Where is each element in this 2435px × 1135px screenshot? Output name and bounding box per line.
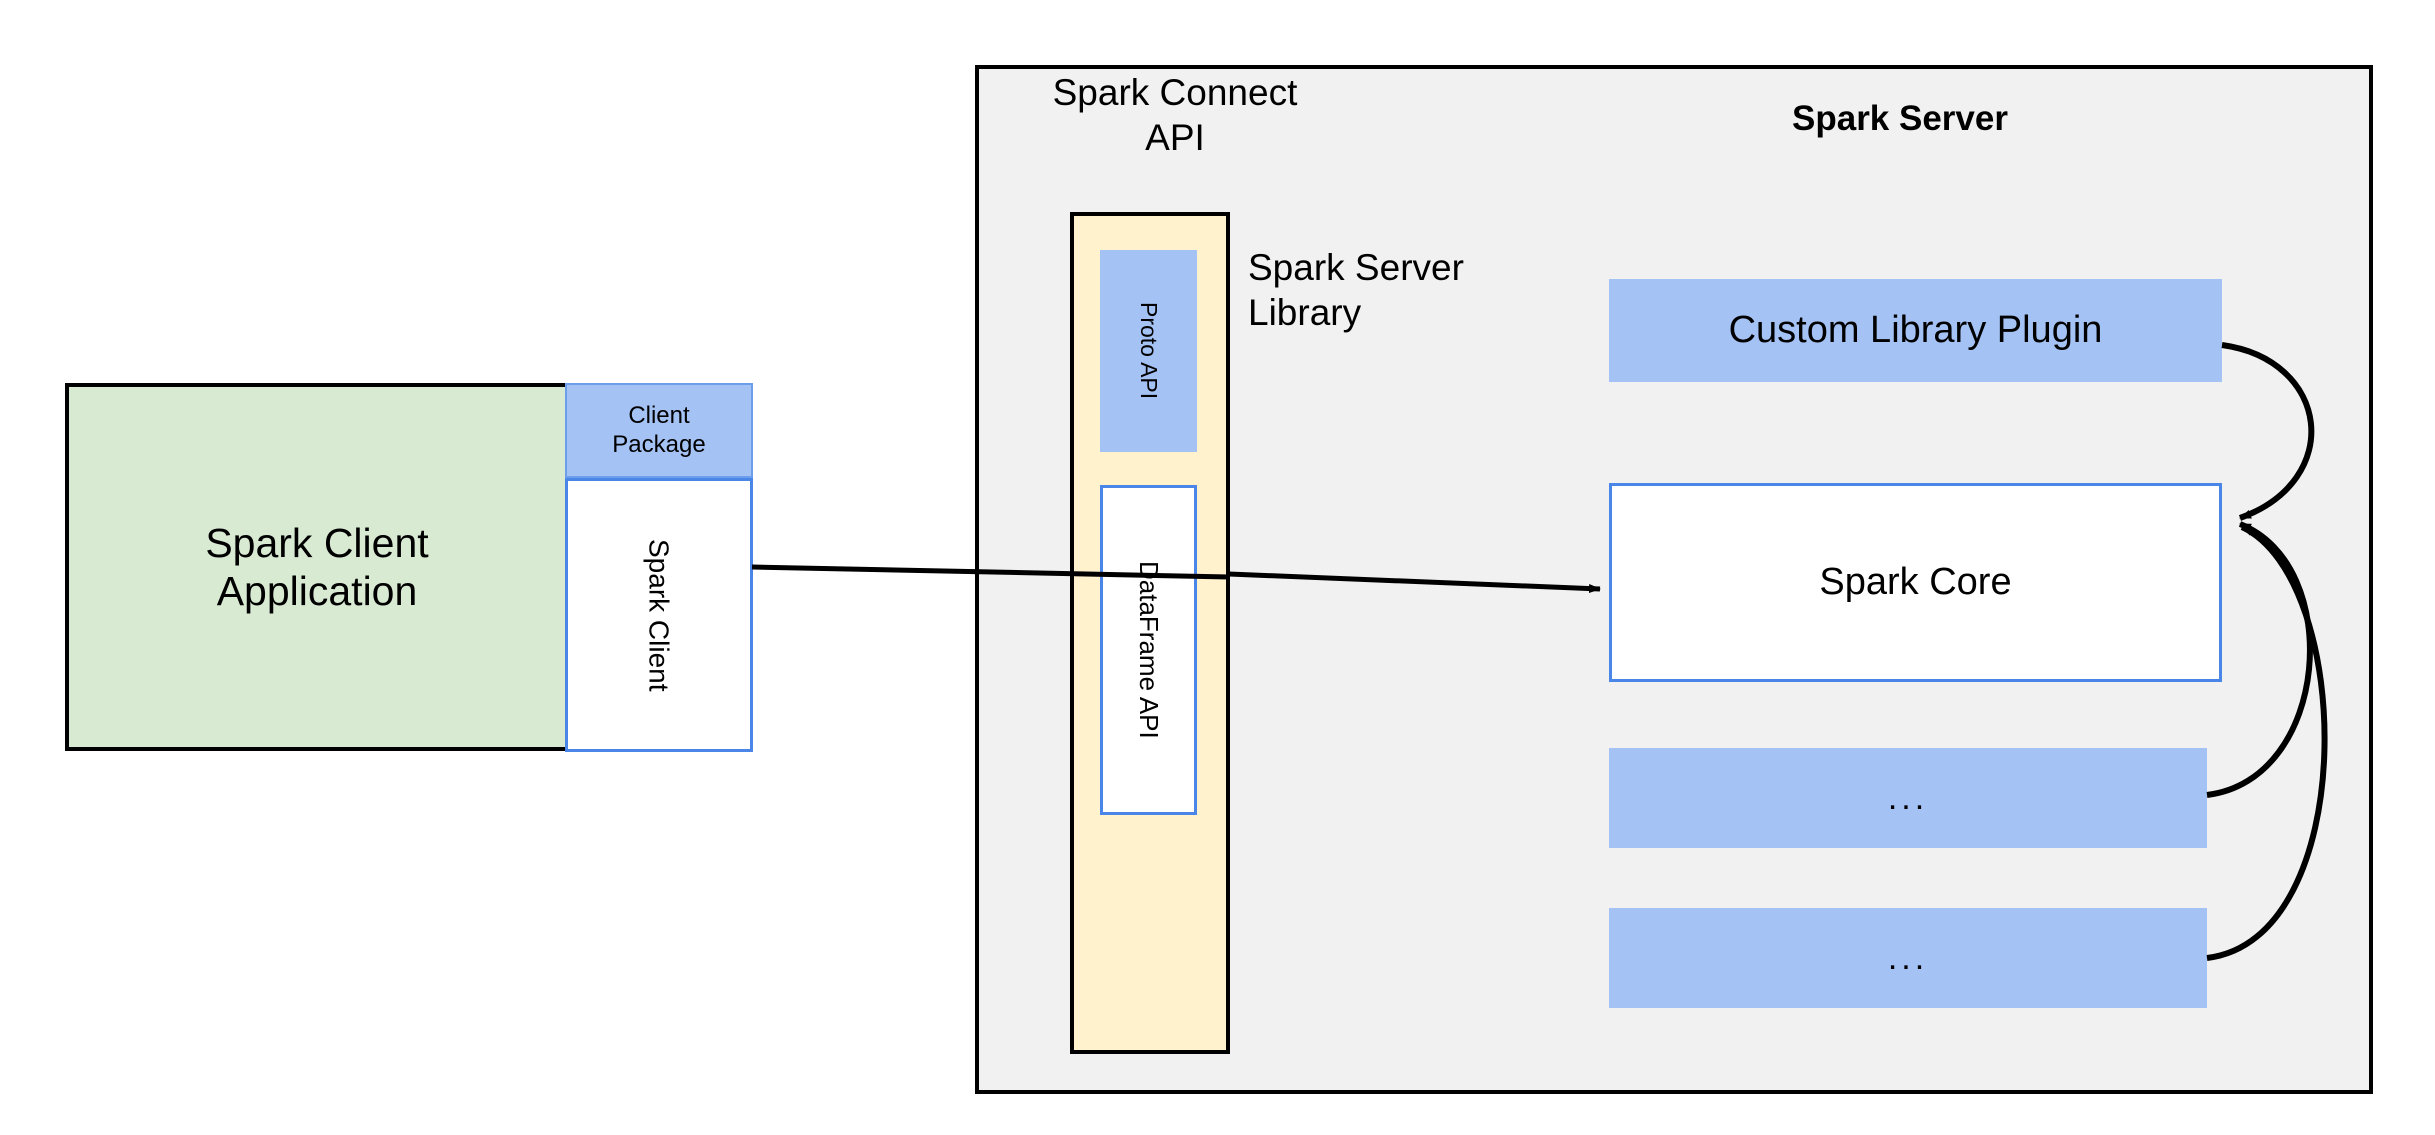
proto-api-label: Proto API <box>1136 302 1163 400</box>
spark-core-label: Spark Core <box>1819 561 2012 604</box>
spark-client-label: Spark Client <box>643 538 675 692</box>
spark-client-application-label: Spark Client Application <box>205 519 429 614</box>
spark-connect-api-title: Spark Connect API <box>1052 72 1298 159</box>
client-package-label: Client Package <box>612 402 706 458</box>
spark-core-box[interactable]: Spark Core <box>1609 483 2222 682</box>
spark-server-library-title: Spark Server Library <box>1248 247 1464 334</box>
placeholder-label-1: ... <box>1887 778 1929 817</box>
dataframe-api-box[interactable]: DataFrame API <box>1100 485 1197 815</box>
placeholder-box-2[interactable]: ... <box>1609 908 2207 1008</box>
custom-library-plugin-label: Custom Library Plugin <box>1728 309 2103 352</box>
placeholder-label-2: ... <box>1887 938 1929 977</box>
placeholder-box-1[interactable]: ... <box>1609 748 2207 848</box>
spark-client-application-box[interactable]: Spark Client Application <box>65 383 569 751</box>
spark-server-title: Spark Server <box>1792 99 2008 138</box>
proto-api-box[interactable]: Proto API <box>1100 250 1197 452</box>
spark-client-box[interactable]: Spark Client <box>565 478 753 752</box>
custom-library-plugin-box[interactable]: Custom Library Plugin <box>1609 279 2222 382</box>
dataframe-api-label: DataFrame API <box>1133 561 1164 739</box>
client-package-box[interactable]: Client Package <box>565 383 753 478</box>
